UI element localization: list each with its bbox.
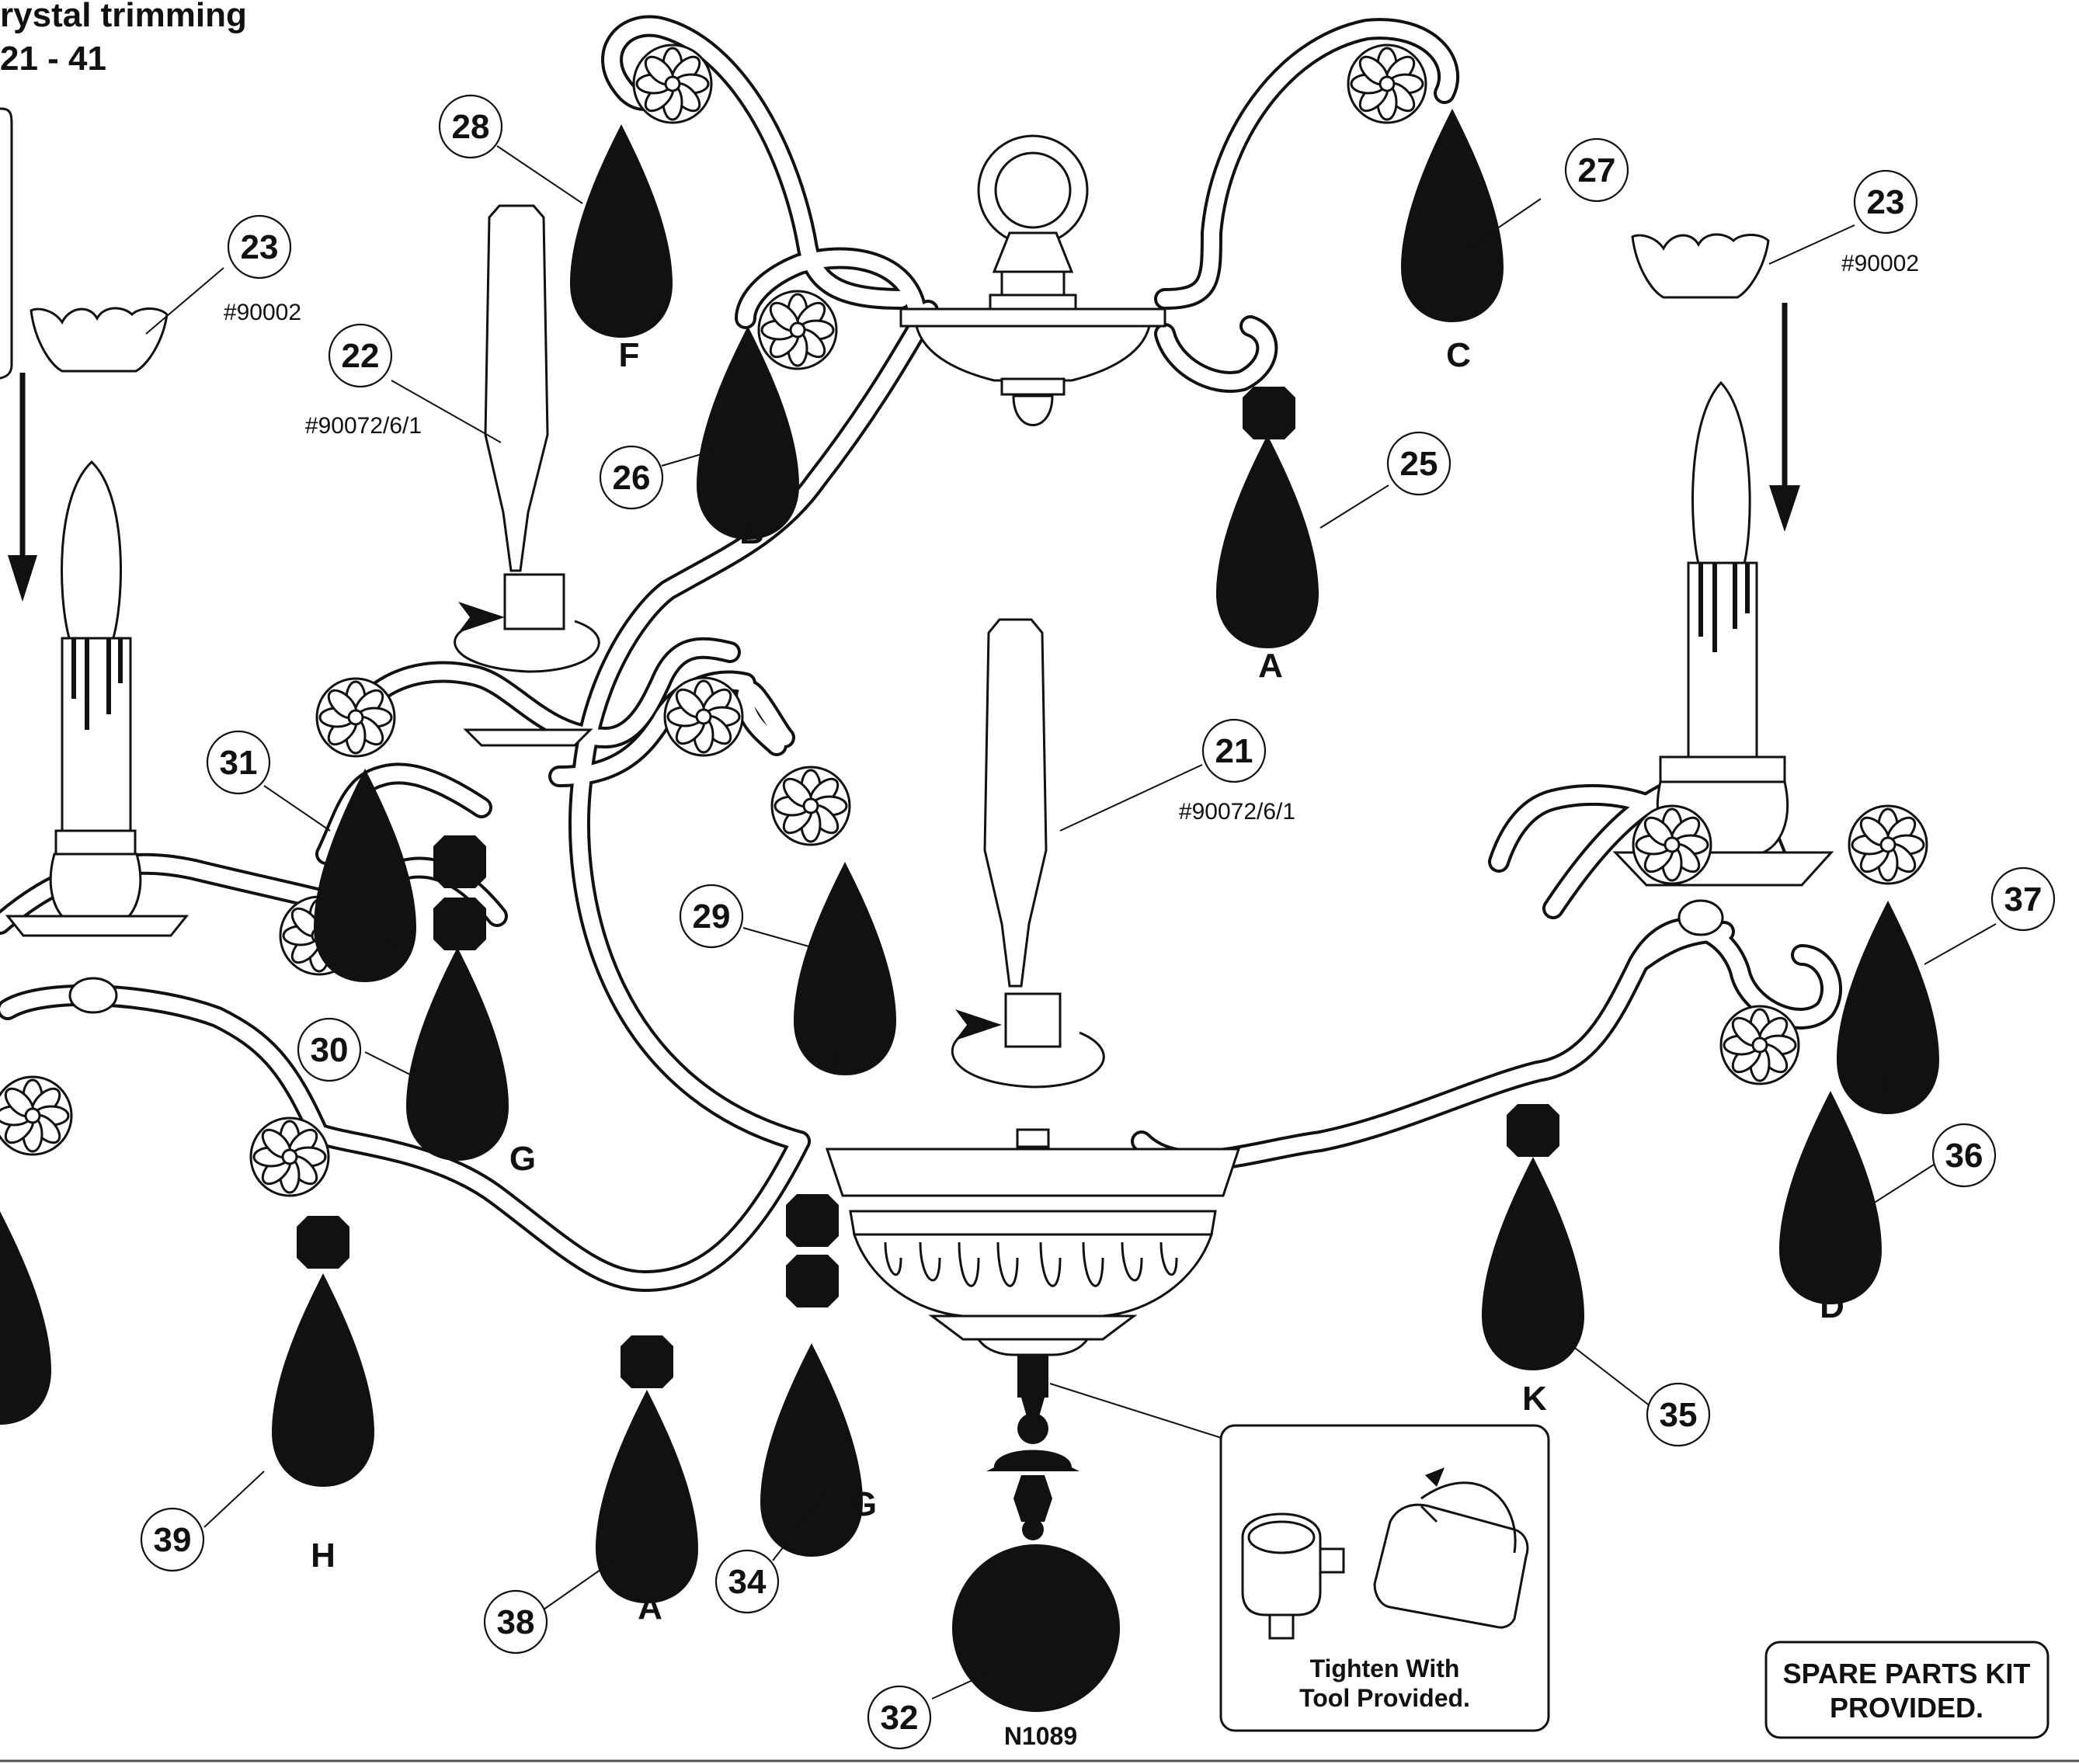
svg-text:39: 39 [154, 1521, 192, 1559]
callout-23-right: 23 [1853, 169, 1918, 234]
catalog-spike-upper: #90072/6/1 [305, 413, 422, 439]
svg-text:21: 21 [1215, 732, 1253, 770]
callout-38: 38 [483, 1589, 548, 1655]
svg-text:30: 30 [311, 1031, 349, 1069]
spare-parts-line1: SPARE PARTS KIT [1783, 1658, 2031, 1689]
svg-text:22: 22 [342, 337, 380, 375]
svg-text:32: 32 [881, 1699, 919, 1737]
catalog-finial: N1089 [1004, 1722, 1077, 1750]
callout-22: 22 [328, 323, 393, 388]
position-letters: F C B A B B B G D K G H A [311, 336, 1900, 1627]
callout-23-left: 23 [227, 214, 292, 280]
central-bowl [825, 1128, 1241, 1356]
catalog-spike-lower: #90072/6/1 [1179, 799, 1295, 825]
finial-pendant [952, 1355, 1120, 1712]
svg-text:23: 23 [1867, 183, 1905, 221]
letter-A-upper: A [1258, 647, 1283, 685]
bobeche-right [1631, 233, 1770, 299]
svg-text:25: 25 [1400, 445, 1438, 483]
callout-34: 34 [714, 1549, 780, 1614]
letter-B-1: B [739, 513, 764, 551]
catalog-bobeche-left: #90002 [224, 300, 301, 325]
callout-35: 35 [1646, 1382, 1711, 1447]
callout-31: 31 [206, 730, 271, 795]
spike-upper [484, 204, 565, 630]
letter-B-3: B [831, 1040, 856, 1078]
candle-left [5, 460, 189, 1014]
callout-28: 28 [438, 94, 503, 159]
callout-36: 36 [1931, 1123, 1997, 1188]
rotate-arrow-upper [454, 602, 600, 673]
tool-inset-line2: Tool Provided. [1299, 1684, 1470, 1712]
callout-30: 30 [297, 1017, 362, 1082]
svg-text:26: 26 [613, 459, 651, 497]
svg-text:34: 34 [728, 1563, 767, 1601]
chandelier-frame [0, 15, 1843, 1292]
tool-inset-line1: Tighten With [1310, 1655, 1460, 1682]
callout-21: 21 [1201, 718, 1267, 783]
socket-icon [1241, 1512, 1345, 1640]
svg-text:37: 37 [2004, 880, 2042, 918]
bobeche-left [30, 307, 169, 373]
catalog-numbers: #90002 #90002 #90072/6/1 #90072/6/1 N108… [224, 251, 1919, 1750]
letter-K: K [1522, 1380, 1547, 1418]
svg-text:31: 31 [220, 744, 258, 782]
left-panel-edge [0, 107, 13, 380]
svg-text:28: 28 [452, 108, 490, 146]
letter-A-lower: A [638, 1589, 662, 1627]
callout-29: 29 [679, 884, 744, 949]
svg-text:29: 29 [693, 898, 731, 936]
svg-text:38: 38 [497, 1603, 535, 1641]
callout-32: 32 [867, 1685, 932, 1750]
tool-icon [1373, 1467, 1529, 1629]
down-arrow-right [1769, 303, 1800, 532]
svg-text:27: 27 [1578, 151, 1616, 189]
callout-25: 25 [1386, 431, 1451, 496]
down-arrow-left [8, 373, 37, 602]
spare-parts-line2: PROVIDED. [1830, 1692, 1983, 1724]
rosettes [0, 43, 1928, 1197]
svg-text:23: 23 [241, 228, 279, 266]
tool-inset: Tighten With Tool Provided. [1219, 1424, 1550, 1732]
letter-D-upper: F [619, 336, 640, 374]
catalog-bobeche-right: #90002 [1841, 251, 1919, 276]
rotate-arrow-lower [951, 1009, 1105, 1089]
callout-39: 39 [140, 1507, 205, 1572]
top-canopy [899, 134, 1166, 426]
callout-27: 27 [1564, 137, 1629, 203]
leader-lines [145, 145, 1997, 1700]
svg-text:35: 35 [1660, 1396, 1698, 1434]
svg-text:36: 36 [1945, 1137, 1983, 1175]
spike-lower [983, 618, 1062, 1048]
header-title: rystal trimming [0, 0, 247, 34]
letter-F: G [509, 1140, 536, 1178]
spare-parts-box: SPARE PARTS KIT PROVIDED. [1764, 1641, 2049, 1739]
header-range: 21 - 41 [0, 40, 106, 78]
letter-G: G [850, 1485, 877, 1523]
letter-D-lower: D [1820, 1287, 1844, 1325]
letter-B-4: B [1876, 1066, 1900, 1104]
callout-26: 26 [599, 445, 664, 510]
letter-C: C [1446, 336, 1471, 374]
callout-37: 37 [1990, 866, 2056, 932]
letter-B-2: B [376, 932, 401, 971]
letter-H: H [311, 1537, 335, 1575]
